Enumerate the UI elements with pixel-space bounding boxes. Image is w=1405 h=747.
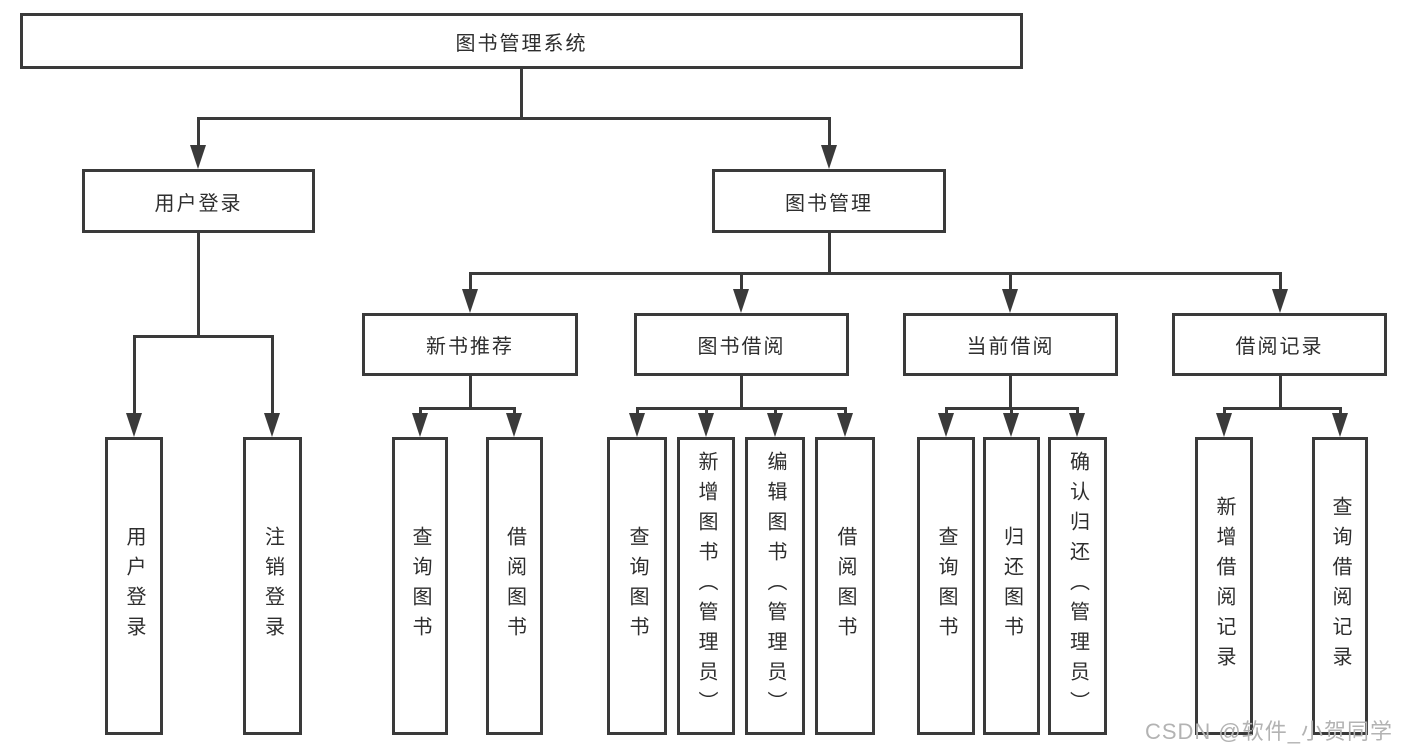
leaf-add-borrow-record: 新增借阅记录 (1195, 437, 1253, 735)
leaf-label: 查询图书 (626, 526, 648, 646)
leaf-label: 新增借阅记录 (1213, 496, 1235, 676)
node-current-borrowing: 当前借阅 (903, 313, 1118, 376)
v-line (469, 376, 472, 407)
arrowhead-icon (629, 413, 645, 437)
v-line (1339, 407, 1342, 415)
v-line (844, 407, 847, 415)
arrowhead-icon (1069, 413, 1085, 437)
v-line (419, 407, 422, 415)
arrowhead-icon (1003, 413, 1019, 437)
arrowhead-icon (837, 413, 853, 437)
v-line (1009, 272, 1012, 291)
leaf-add-books-admin: 新增图书（管理员） (677, 437, 735, 735)
node-label: 用户登录 (154, 192, 243, 215)
arrowhead-icon (938, 413, 954, 437)
leaf-query-books-borrowing: 查询图书 (607, 437, 667, 735)
leaf-user-login: 用户登录 (105, 437, 163, 735)
node-label: 图书管理 (785, 192, 873, 215)
node-user-login: 用户登录 (82, 169, 315, 233)
node-book-borrowing: 图书借阅 (634, 313, 849, 376)
v-line (945, 407, 948, 415)
h-line (419, 407, 516, 410)
arrowhead-icon (506, 413, 522, 437)
node-library-management-system: 图书管理系统 (20, 13, 1023, 69)
arrowhead-icon (1272, 289, 1288, 313)
leaf-label: 查询图书 (409, 526, 431, 646)
leaf-borrow-books-borrowing: 借阅图书 (815, 437, 875, 735)
h-line (1223, 407, 1342, 410)
v-line (828, 117, 831, 147)
leaf-confirm-return-admin: 确认归还（管理员） (1048, 437, 1107, 735)
node-borrowing-records: 借阅记录 (1172, 313, 1387, 376)
h-line (636, 407, 847, 410)
arrowhead-icon (190, 145, 206, 169)
leaf-query-books-recommend: 查询图书 (392, 437, 448, 735)
leaf-label: 查询借阅记录 (1329, 496, 1351, 676)
v-line (520, 69, 523, 117)
v-line (1010, 407, 1013, 415)
v-line (197, 233, 200, 335)
node-label: 当前借阅 (966, 336, 1055, 358)
arrowhead-icon (264, 413, 280, 437)
arrowhead-icon (462, 289, 478, 313)
v-line (197, 117, 200, 147)
v-line (636, 407, 639, 415)
v-line (740, 376, 743, 407)
leaf-query-books-current: 查询图书 (917, 437, 975, 735)
arrowhead-icon (1216, 413, 1232, 437)
v-line (740, 272, 743, 291)
leaf-label: 借阅图书 (503, 526, 526, 646)
v-line (1076, 407, 1079, 415)
leaf-query-borrow-record: 查询借阅记录 (1312, 437, 1368, 735)
node-book-management: 图书管理 (712, 169, 946, 233)
node-new-book-recommend: 新书推荐 (362, 313, 578, 376)
arrowhead-icon (698, 413, 714, 437)
leaf-label: 归还图书 (1000, 526, 1023, 646)
leaf-label: 确认归还（管理员） (1066, 451, 1089, 721)
arrowhead-icon (412, 413, 428, 437)
leaf-label: 编辑图书（管理员） (764, 451, 786, 721)
node-label: 图书借阅 (697, 336, 786, 358)
node-label: 新书推荐 (426, 336, 514, 358)
v-line (469, 272, 472, 291)
arrowhead-icon (733, 289, 749, 313)
v-line (1279, 272, 1282, 291)
v-line (828, 233, 831, 272)
arrowhead-icon (821, 145, 837, 169)
leaf-return-books: 归还图书 (983, 437, 1040, 735)
arrowhead-icon (1002, 289, 1018, 313)
v-line (1279, 376, 1282, 407)
v-line (1223, 407, 1226, 415)
leaf-edit-books-admin: 编辑图书（管理员） (745, 437, 805, 735)
v-line (1009, 376, 1012, 407)
v-line (133, 335, 136, 415)
h-line (469, 272, 1282, 275)
v-line (271, 335, 274, 415)
h-line (197, 117, 831, 120)
leaf-borrow-books-recommend: 借阅图书 (486, 437, 543, 735)
arrowhead-icon (1332, 413, 1348, 437)
v-line (705, 407, 708, 415)
leaf-label: 查询图书 (935, 526, 957, 646)
leaf-label: 借阅图书 (834, 526, 856, 646)
v-line (774, 407, 777, 415)
arrowhead-icon (767, 413, 783, 437)
leaf-label: 用户登录 (123, 526, 145, 646)
watermark-text: CSDN @软件_小贺同学 (1144, 719, 1393, 744)
v-line (513, 407, 516, 415)
node-label: 图书管理系统 (455, 32, 588, 55)
leaf-label: 新增图书（管理员） (695, 451, 717, 721)
leaf-logout: 注销登录 (243, 437, 302, 735)
h-line (133, 335, 273, 338)
node-label: 借阅记录 (1235, 336, 1324, 358)
arrowhead-icon (126, 413, 142, 437)
leaf-label: 注销登录 (261, 526, 284, 646)
